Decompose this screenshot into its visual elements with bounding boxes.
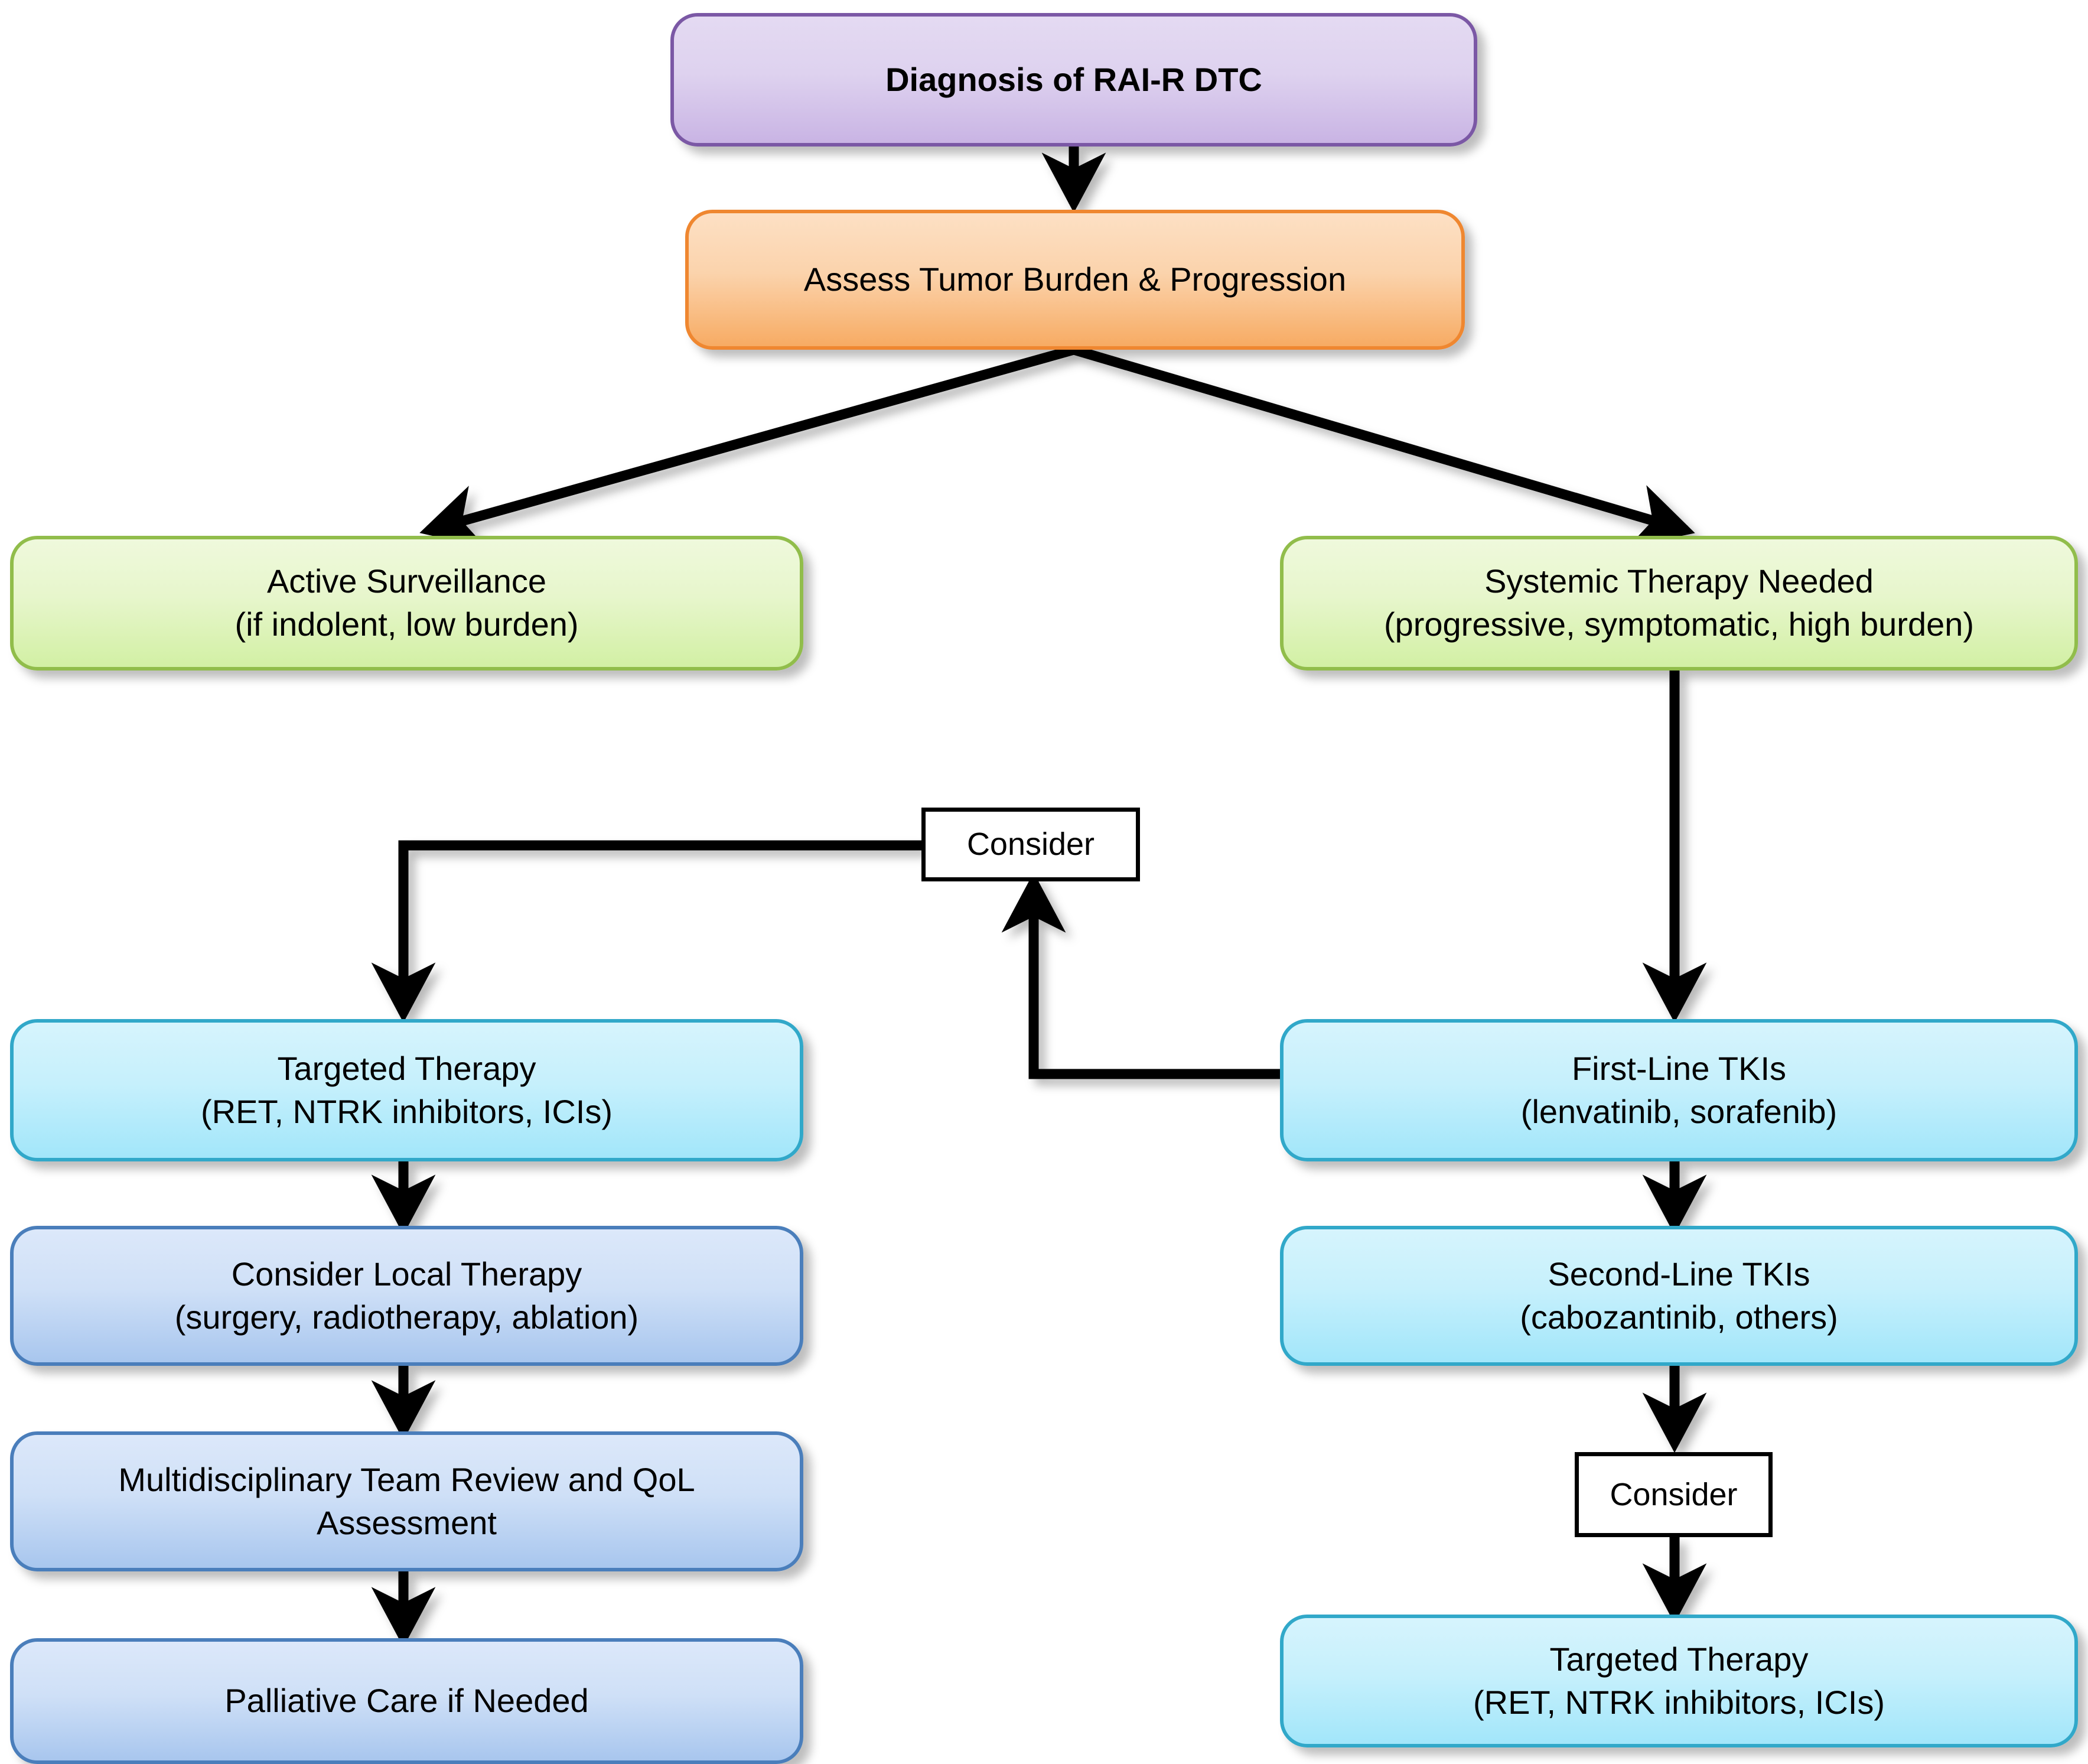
node-first-line-tkis[interactable]: First-Line TKIs (lenvatinib, sorafenib) <box>1280 1019 2078 1161</box>
node-systemic-therapy-needed[interactable]: Systemic Therapy Needed (progressive, sy… <box>1280 536 2078 671</box>
node-second-line-tkis-label: Second-Line TKIs (cabozantinib, others) <box>1520 1255 1838 1336</box>
node-consider-local-therapy[interactable]: Consider Local Therapy (surgery, radioth… <box>10 1226 803 1366</box>
node-active-surveillance[interactable]: Active Surveillance (if indolent, low bu… <box>10 536 803 671</box>
node-first-line-tkis-label: First-Line TKIs (lenvatinib, sorafenib) <box>1520 1049 1838 1130</box>
edge-assess-to-systemic-therapy <box>1072 344 1695 547</box>
edge-consider-to-targeted-left <box>371 840 921 1023</box>
node-active-surveillance-label: Active Surveillance (if indolent, low bu… <box>234 562 579 643</box>
node-second-line-tkis[interactable]: Second-Line TKIs (cabozantinib, others) <box>1280 1226 2078 1366</box>
node-targeted-therapy-right-label: Targeted Therapy (RET, NTRK inhibitors, … <box>1473 1640 1885 1721</box>
edge-assess-to-active-surveillance <box>419 344 1076 548</box>
node-consider-middle[interactable]: Consider <box>921 808 1140 881</box>
node-systemic-therapy-label: Systemic Therapy Needed (progressive, sy… <box>1383 562 1975 643</box>
node-palliative-care[interactable]: Palliative Care if Needed <box>10 1638 803 1764</box>
node-palliative-care-label: Palliative Care if Needed <box>224 1682 589 1720</box>
node-assess-tumor-burden[interactable]: Assess Tumor Burden & Progression <box>685 210 1465 350</box>
node-mdt-review-label: Multidisciplinary Team Review and QoL As… <box>118 1460 695 1541</box>
edge-first-line-to-consider <box>1001 872 1280 1079</box>
node-consider-right[interactable]: Consider <box>1575 1452 1773 1537</box>
node-assess-label: Assess Tumor Burden & Progression <box>803 261 1347 298</box>
node-diagnosis-label: Diagnosis of RAI-R DTC <box>885 60 1262 98</box>
node-diagnosis[interactable]: Diagnosis of RAI-R DTC <box>670 13 1477 147</box>
node-consider-local-therapy-label: Consider Local Therapy (surgery, radioth… <box>174 1255 639 1336</box>
node-consider-middle-label: Consider <box>966 826 1095 863</box>
node-consider-right-label: Consider <box>1610 1476 1738 1512</box>
node-targeted-therapy-left[interactable]: Targeted Therapy (RET, NTRK inhibitors, … <box>10 1019 803 1161</box>
node-targeted-therapy-left-label: Targeted Therapy (RET, NTRK inhibitors, … <box>201 1049 613 1130</box>
node-targeted-therapy-right[interactable]: Targeted Therapy (RET, NTRK inhibitors, … <box>1280 1615 2078 1747</box>
node-mdt-review[interactable]: Multidisciplinary Team Review and QoL As… <box>10 1431 803 1571</box>
